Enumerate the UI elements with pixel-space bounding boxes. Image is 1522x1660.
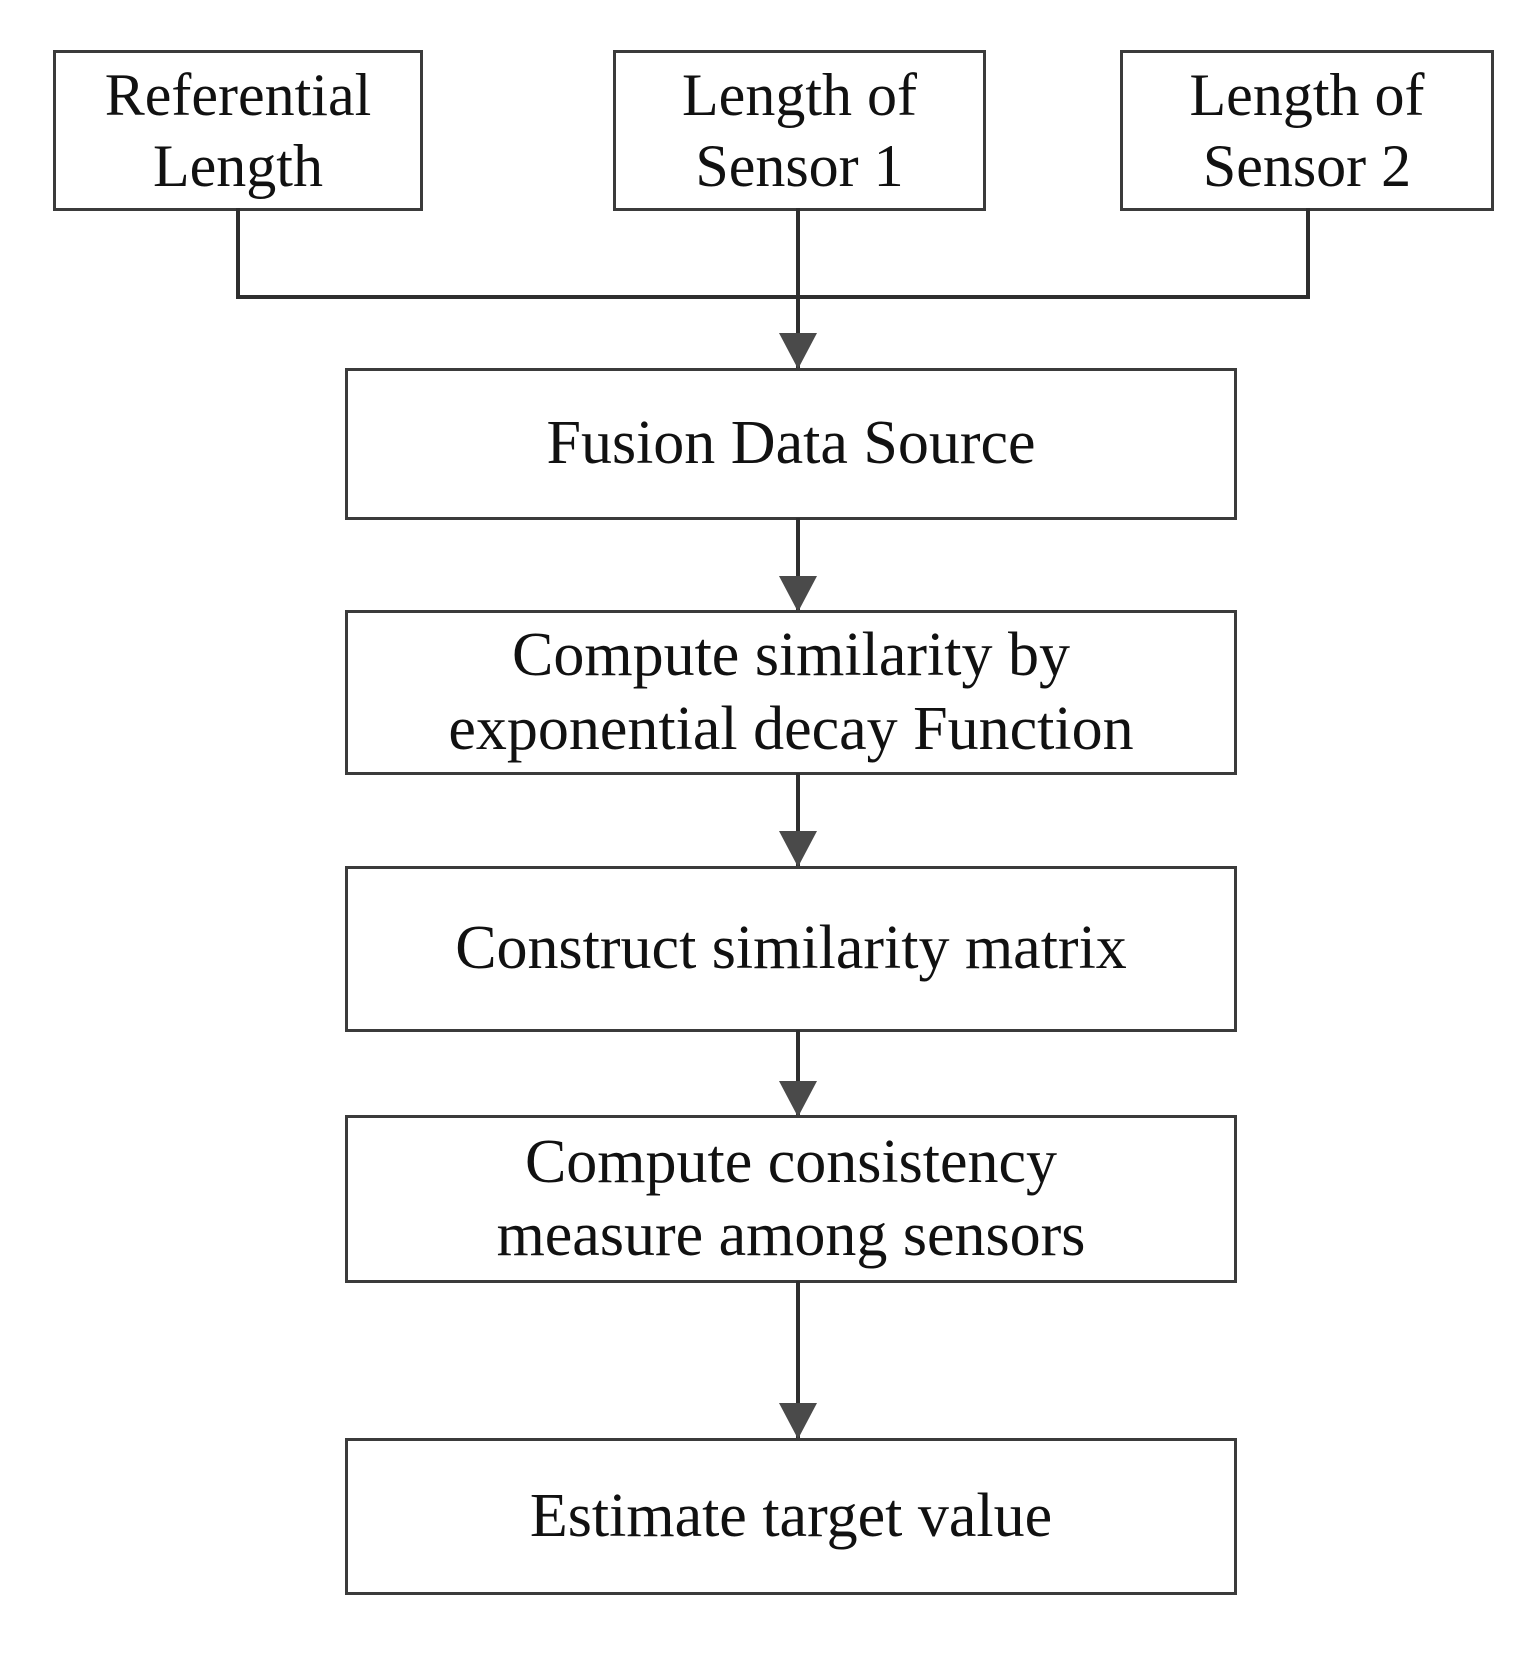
node-construct-similarity-matrix-label: Construct similarity matrix	[455, 914, 1127, 983]
connector-stub-referential-length	[236, 208, 240, 299]
node-compute-similarity[interactable]: Compute similarity by exponential decay …	[345, 610, 1237, 775]
node-compute-consistency[interactable]: Compute consistency measure among sensor…	[345, 1115, 1237, 1283]
node-compute-similarity-label: Compute similarity by exponential decay …	[448, 621, 1134, 763]
node-referential-length-label: Referential Length	[104, 61, 372, 199]
node-estimate-target-value-label: Estimate target value	[529, 1481, 1053, 1550]
connector-matrix-to-consistency	[796, 1030, 800, 1119]
node-length-sensor-2-label: Length of Sensor 2	[1189, 61, 1425, 199]
connector-merge-bus	[236, 295, 1310, 299]
node-fusion-data-source-label: Fusion Data Source	[546, 409, 1036, 478]
connector-fusion-to-similarity	[796, 518, 800, 612]
arrowhead-to-construct-similarity-matrix	[779, 831, 817, 867]
connector-stub-length-sensor-2	[1306, 208, 1310, 299]
node-compute-consistency-label: Compute consistency measure among sensor…	[496, 1127, 1086, 1269]
node-length-sensor-1-label: Length of Sensor 1	[682, 61, 917, 199]
node-referential-length[interactable]: Referential Length	[53, 50, 423, 211]
connector-merge-drop	[796, 295, 800, 370]
arrowhead-to-compute-similarity	[779, 576, 817, 612]
node-fusion-data-source[interactable]: Fusion Data Source	[345, 368, 1237, 520]
node-length-sensor-1[interactable]: Length of Sensor 1	[613, 50, 986, 211]
arrowhead-to-estimate-target-value	[779, 1403, 817, 1439]
connector-stub-length-sensor-1	[796, 208, 800, 299]
connector-consistency-to-estimate	[796, 1281, 800, 1440]
arrowhead-to-fusion-data-source	[779, 333, 817, 369]
node-estimate-target-value[interactable]: Estimate target value	[345, 1438, 1237, 1595]
node-construct-similarity-matrix[interactable]: Construct similarity matrix	[345, 866, 1237, 1032]
connector-similarity-to-matrix	[796, 773, 800, 868]
node-length-sensor-2[interactable]: Length of Sensor 2	[1120, 50, 1494, 211]
arrowhead-to-compute-consistency	[779, 1081, 817, 1117]
